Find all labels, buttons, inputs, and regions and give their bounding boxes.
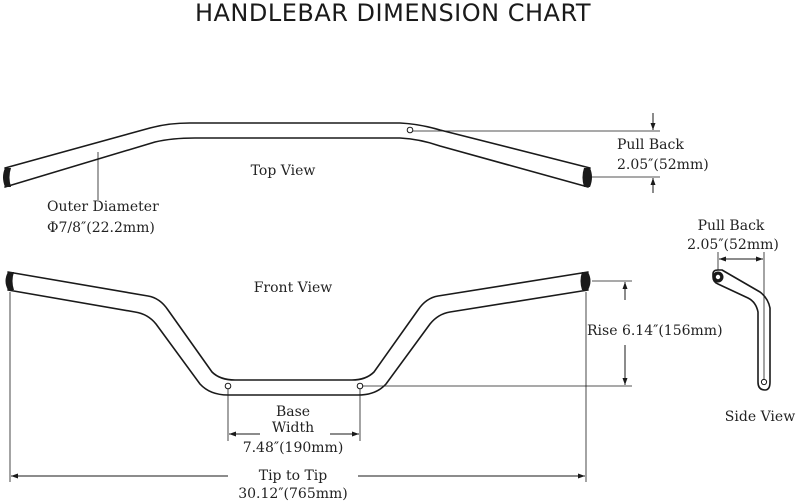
front-right-grip-cap (580, 272, 591, 290)
top-pull-back-value: 2.05″(52mm) (617, 157, 709, 173)
side-pull-back-value: 2.05″(52mm) (687, 237, 779, 253)
base-width-dimension (227, 389, 361, 441)
top-view-label: Top View (251, 163, 316, 179)
base-width-label-line2: Width (272, 420, 314, 436)
top-pull-back-label: Pull Back (617, 137, 684, 153)
side-view-drawing (712, 269, 771, 391)
rise-label: Rise 6.14″(156mm) (587, 323, 723, 339)
right-grip-cap (582, 168, 592, 187)
tip-to-tip-dimension (9, 292, 587, 482)
front-right-mount-hole (356, 382, 364, 390)
front-view-drawing (5, 271, 591, 396)
outer-diameter-label: Outer Diameter (47, 199, 159, 215)
side-grip-end-hole (715, 274, 721, 280)
outer-diameter-value: Φ7/8″(22.2mm) (47, 220, 155, 236)
side-pull-back-dimension (717, 252, 765, 380)
front-left-grip-cap (5, 272, 14, 290)
tip-to-tip-value: 30.12″(765mm) (238, 486, 348, 502)
left-grip-cap (3, 168, 11, 187)
rise-dimension (362, 280, 632, 387)
side-view-label: Side View (725, 409, 795, 425)
chart-title: HANDLEBAR DIMENSION CHART (195, 0, 591, 27)
tip-to-tip-label: Tip to Tip (259, 468, 328, 484)
top-pull-back-dimension (413, 113, 660, 193)
front-view-label: Front View (254, 280, 333, 296)
base-width-value: 7.48″(190mm) (243, 440, 344, 456)
top-mount-hole (406, 126, 414, 134)
side-mount-hole (760, 378, 768, 386)
front-left-mount-hole (224, 382, 232, 390)
base-width-label-line1: Base (276, 404, 310, 420)
top-view-drawing (3, 122, 592, 188)
side-pull-back-label: Pull Back (698, 218, 765, 234)
